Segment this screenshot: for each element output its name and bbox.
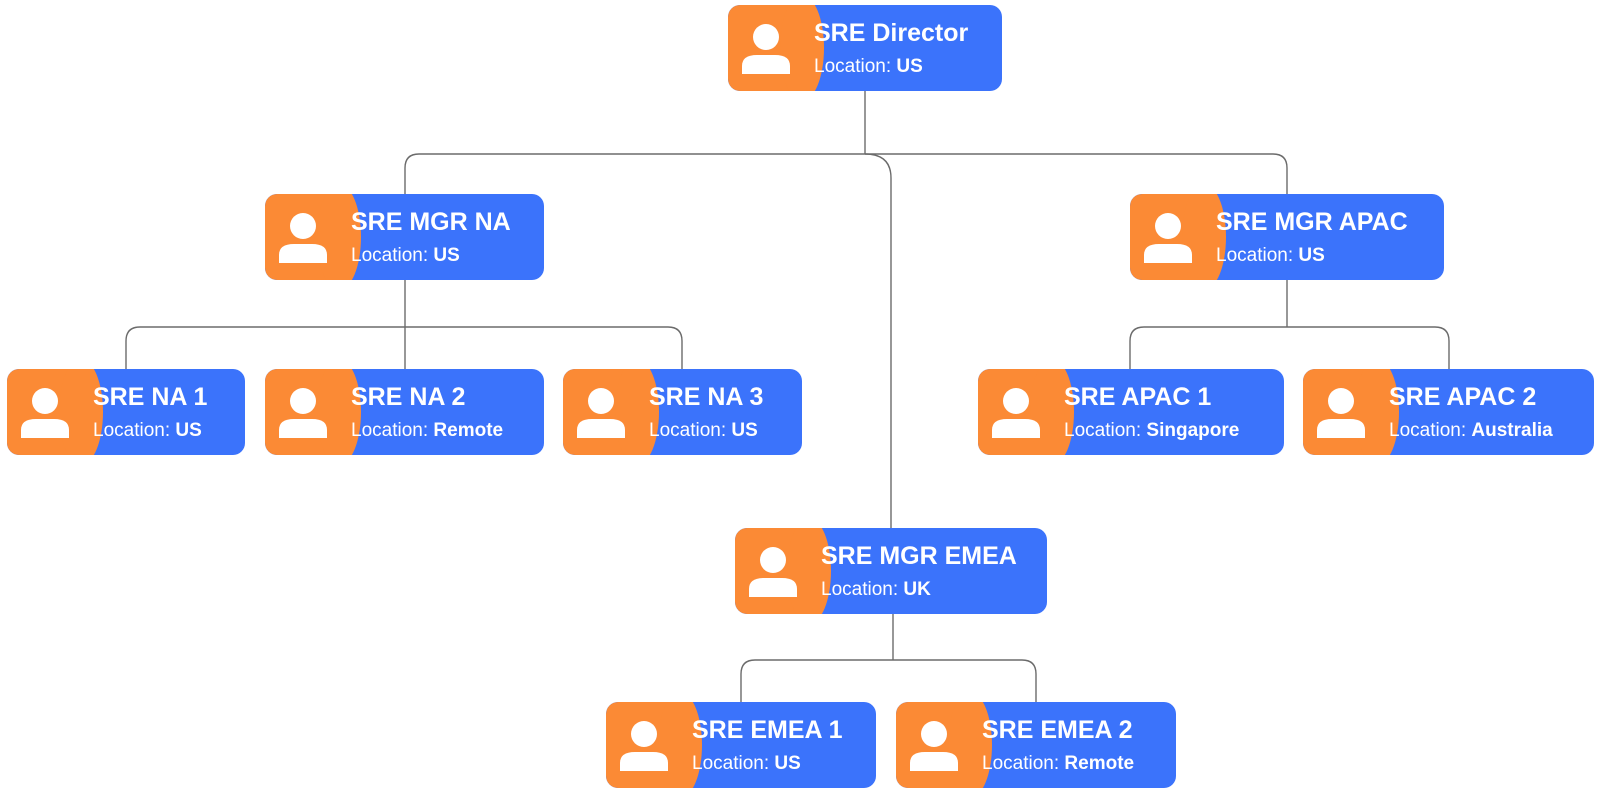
node-title: SRE MGR NA	[351, 208, 511, 236]
node-sre-mgr-emea[interactable]: SRE MGR EMEA Location: UK	[735, 528, 1047, 614]
node-sre-emea-2[interactable]: SRE EMEA 2 Location: Remote	[896, 702, 1176, 788]
avatar	[1303, 369, 1399, 455]
connector-director-bus	[404, 153, 1288, 194]
node-title: SRE NA 2	[351, 383, 466, 411]
node-sre-na-1[interactable]: SRE NA 1 Location: US	[7, 369, 245, 455]
node-title: SRE MGR EMEA	[821, 542, 1017, 570]
node-location: Location: US	[814, 56, 923, 77]
avatar	[265, 194, 361, 280]
node-location: Location: US	[649, 420, 758, 441]
node-location: Location: Remote	[351, 420, 504, 441]
person-icon	[620, 721, 668, 771]
avatar	[978, 369, 1074, 455]
node-title: SRE APAC 2	[1389, 383, 1537, 411]
node-location: Location: Singapore	[1064, 420, 1240, 441]
connector-emea-bus	[740, 659, 1037, 702]
person-icon	[992, 388, 1040, 438]
node-title: SRE Director	[814, 19, 969, 47]
node-location: Location: UK	[821, 579, 931, 600]
node-location: Location: US	[351, 245, 460, 266]
node-title: SRE APAC 1	[1064, 383, 1212, 411]
node-location: Location: US	[93, 420, 202, 441]
person-icon	[279, 213, 327, 263]
person-icon	[577, 388, 625, 438]
person-icon	[742, 24, 790, 74]
node-sre-na-3[interactable]: SRE NA 3 Location: US	[563, 369, 802, 455]
avatar	[265, 369, 361, 455]
node-location: Location: Australia	[1389, 420, 1553, 441]
person-icon	[279, 388, 327, 438]
node-title: SRE NA 3	[649, 383, 764, 411]
avatar	[606, 702, 702, 788]
avatar	[7, 369, 103, 455]
connector-apac-bus	[1129, 326, 1450, 369]
node-sre-na-2[interactable]: SRE NA 2 Location: Remote	[265, 369, 544, 455]
person-icon	[21, 388, 69, 438]
node-location: Location: Remote	[982, 753, 1135, 774]
avatar	[735, 528, 831, 614]
avatar	[728, 5, 824, 91]
node-title: SRE EMEA 2	[982, 716, 1133, 744]
node-title: SRE MGR APAC	[1216, 208, 1408, 236]
node-title: SRE EMEA 1	[692, 716, 843, 744]
avatar	[563, 369, 659, 455]
node-sre-apac-2[interactable]: SRE APAC 2 Location: Australia	[1303, 369, 1594, 455]
node-sre-emea-1[interactable]: SRE EMEA 1 Location: US	[606, 702, 876, 788]
node-sre-mgr-na[interactable]: SRE MGR NA Location: US	[265, 194, 544, 280]
connector-director-emea	[864, 153, 892, 528]
node-sre-apac-1[interactable]: SRE APAC 1 Location: Singapore	[978, 369, 1284, 455]
node-sre-director[interactable]: SRE Director Location: US	[728, 5, 1002, 91]
person-icon	[910, 721, 958, 771]
person-icon	[1317, 388, 1365, 438]
avatar	[896, 702, 992, 788]
node-location: Location: US	[1216, 245, 1325, 266]
avatar	[1130, 194, 1226, 280]
connector-na-bus	[125, 326, 683, 369]
node-title: SRE NA 1	[93, 383, 208, 411]
person-icon	[749, 547, 797, 597]
node-sre-mgr-apac[interactable]: SRE MGR APAC Location: US	[1130, 194, 1444, 280]
person-icon	[1144, 213, 1192, 263]
node-location: Location: US	[692, 753, 801, 774]
